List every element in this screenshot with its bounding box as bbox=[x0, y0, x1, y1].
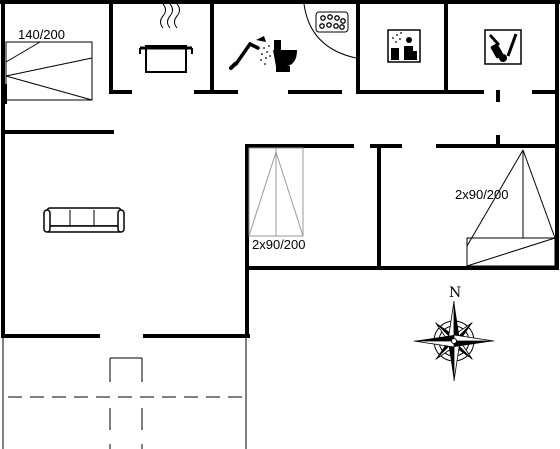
walls bbox=[0, 0, 560, 338]
washing-machine-icon bbox=[484, 29, 522, 65]
bed-size-label: 140/200 bbox=[18, 27, 65, 42]
bunk-beds-center: 2x90/200 bbox=[248, 147, 306, 252]
north-letter: N bbox=[449, 285, 461, 301]
shower-icon bbox=[229, 36, 271, 70]
bunk-beds-right: 2x90/200 bbox=[455, 149, 556, 267]
bed-double: 140/200 bbox=[5, 27, 93, 101]
whirlpool-icon bbox=[303, 3, 357, 59]
bed-size-label: 2x90/200 bbox=[252, 237, 306, 252]
sofa-icon bbox=[43, 207, 125, 233]
cooking-pot-icon bbox=[139, 3, 193, 73]
toilet-icon bbox=[273, 40, 297, 72]
sauna-icon bbox=[387, 29, 421, 63]
compass-rose-icon: N bbox=[413, 285, 495, 382]
terrace bbox=[2, 336, 247, 449]
